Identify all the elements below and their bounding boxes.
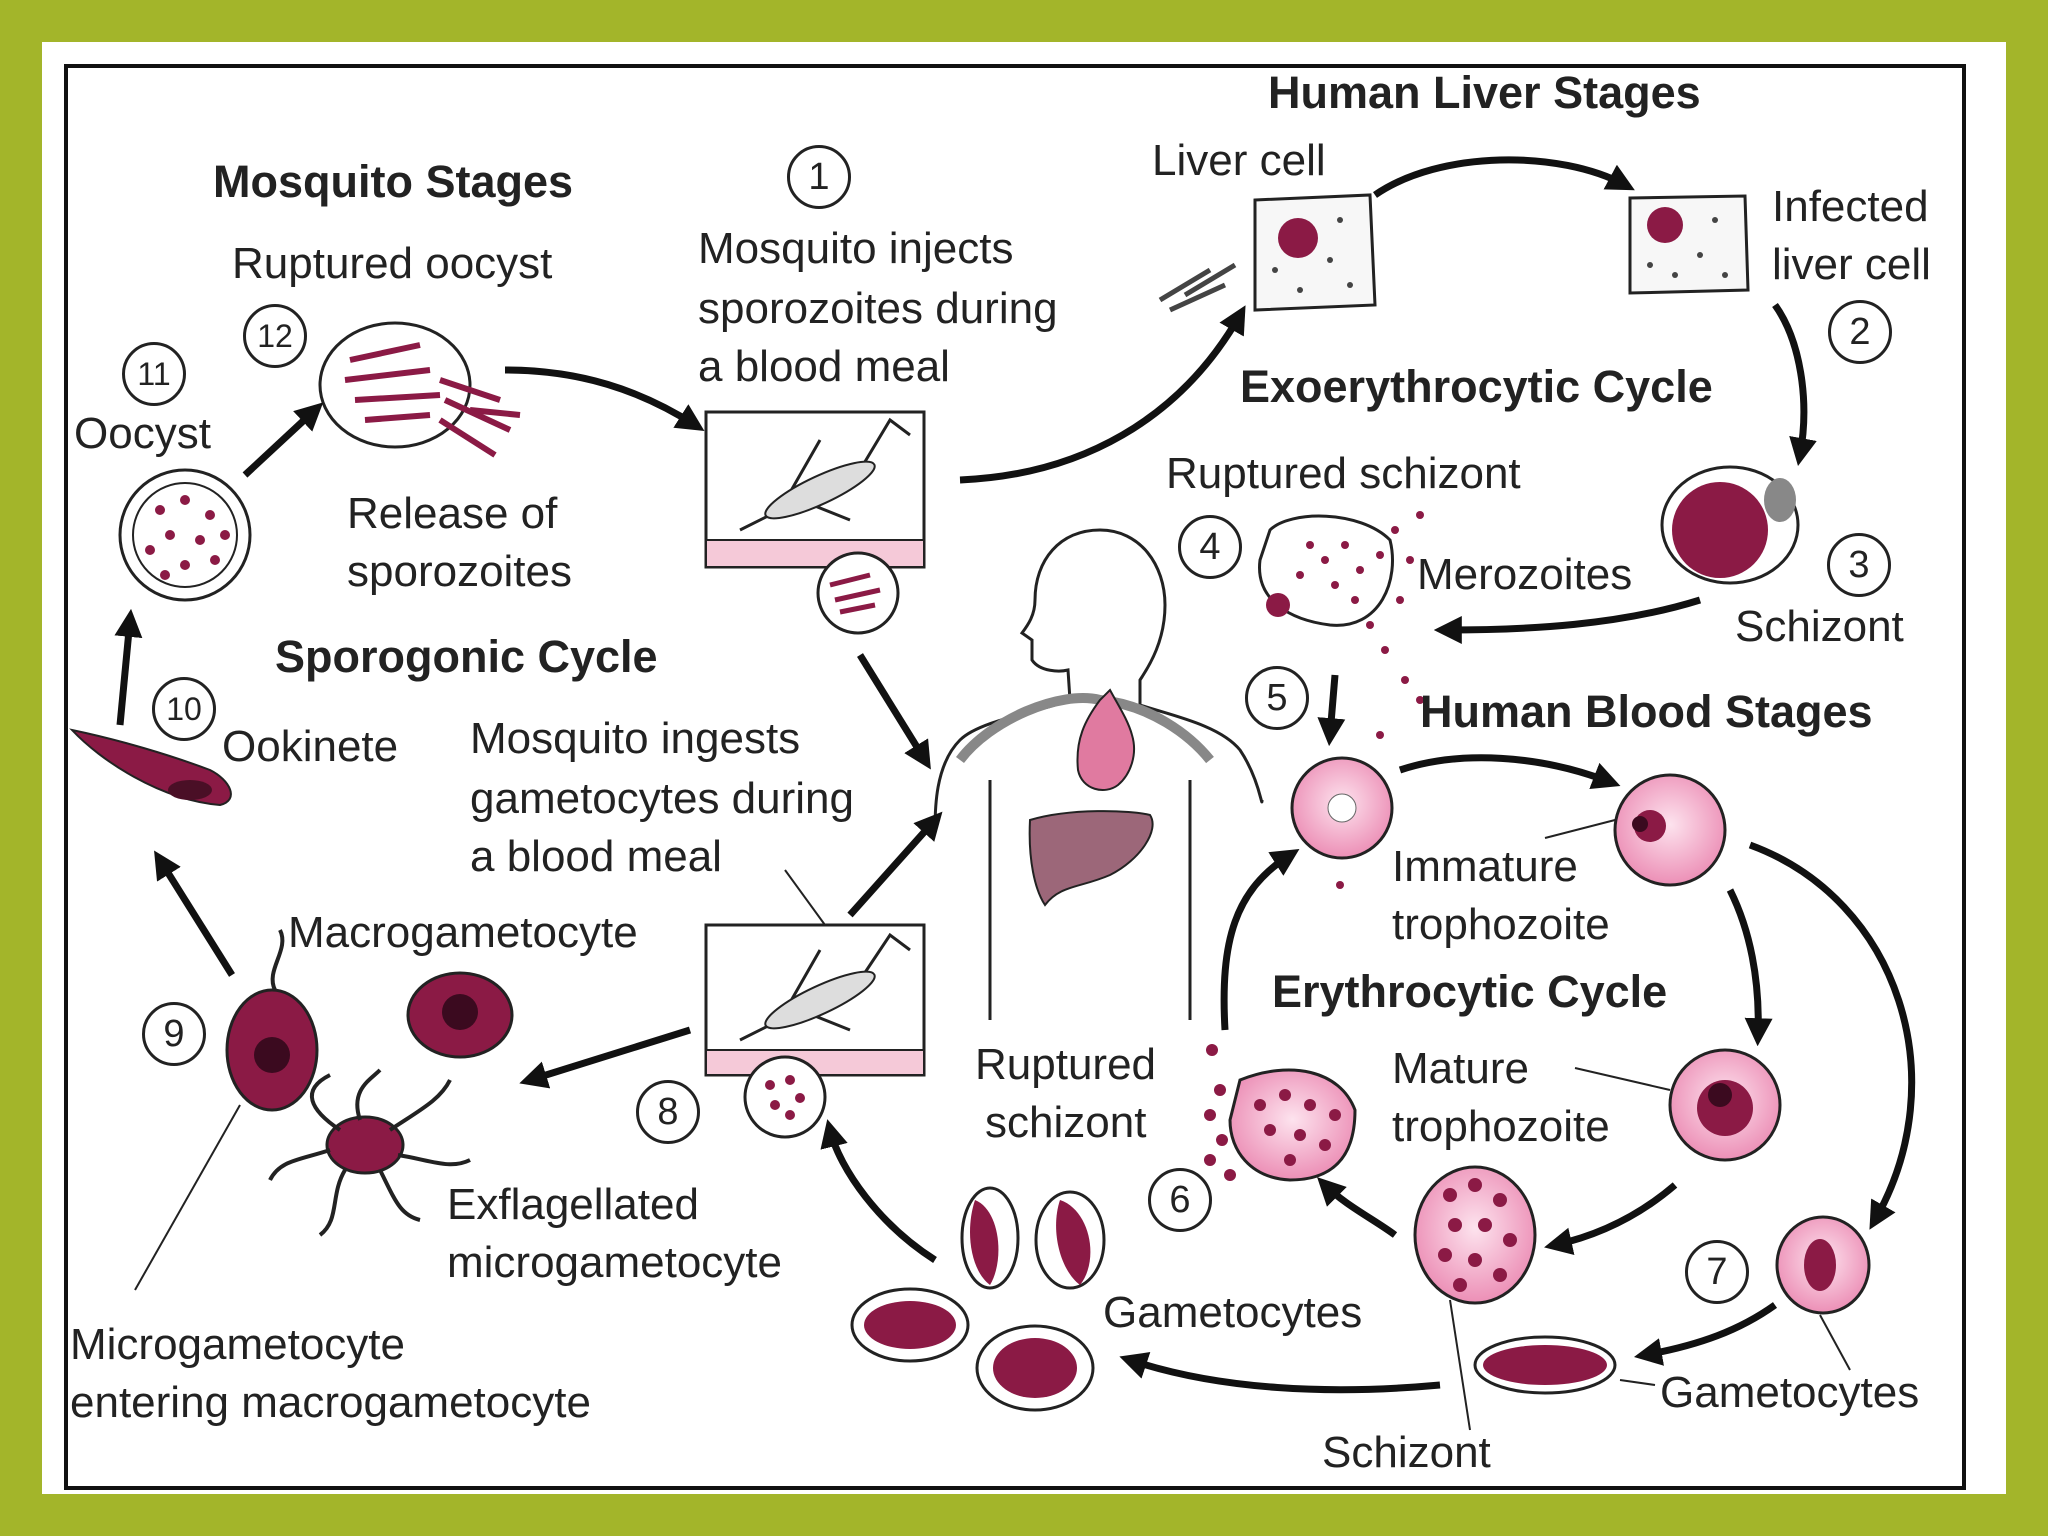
gametocytes-bottom-group xyxy=(850,1186,1106,1412)
label-microgametocyte-line2: entering macrogametocyte xyxy=(70,1378,591,1427)
label-immature-line2: trophozoite xyxy=(1392,900,1610,949)
label-release-line1: Release of xyxy=(347,489,558,538)
leader-lines xyxy=(134,819,1851,1431)
label-macrogametocyte: Macrogametocyte xyxy=(288,908,638,957)
label-mosquito-injects-line3: a blood meal xyxy=(698,342,950,391)
label-merozoites: Merozoites xyxy=(1417,550,1633,599)
step-number-12: 12 xyxy=(243,304,307,368)
heading-mosquito-stages: Mosquito Stages xyxy=(213,156,574,207)
arrow-ookinete-to-oocyst xyxy=(114,608,143,726)
arrow-macro-to-ookinete xyxy=(154,850,235,977)
label-ruptured-schizont-blood-line2: schizont xyxy=(985,1098,1147,1147)
step-number-10: 10 xyxy=(152,677,216,741)
label-ruptured-oocyst: Ruptured oocyst xyxy=(232,239,553,288)
label-ookinete: Ookinete xyxy=(222,722,399,771)
arrow-gametocyte-to-bottom xyxy=(1633,1302,1778,1366)
step-number-11: 11 xyxy=(122,342,186,406)
label-mosquito-ingests-line2: gametocytes during xyxy=(470,774,854,823)
step-number-3: 3 xyxy=(1827,533,1891,597)
label-gametocytes-center: Gametocytes xyxy=(1103,1288,1363,1337)
label-oocyst: Oocyst xyxy=(74,409,211,458)
macrogametocyte xyxy=(406,971,514,1059)
heading-human-blood-stages: Human Blood Stages xyxy=(1420,686,1873,737)
ookinete xyxy=(69,728,232,807)
label-microgametocyte-line1: Microgametocyte xyxy=(70,1320,406,1369)
ruptured-oocyst xyxy=(318,321,521,458)
step-number-2: 2 xyxy=(1828,300,1892,364)
arrow-schizont-to-ruptured xyxy=(1317,1177,1398,1238)
label-schizont-bottom: Schizont xyxy=(1322,1428,1491,1477)
arrow-schizont-to-ruptured xyxy=(1433,596,1702,644)
label-mosquito-injects-line2: sporozoites during xyxy=(698,284,1058,333)
mosquito-box-bottom xyxy=(704,923,926,1077)
arrow-liver-to-blood xyxy=(1317,674,1346,747)
rbc-immature-trophozoite xyxy=(1613,773,1727,887)
arrow-box-to-macro xyxy=(519,1026,692,1089)
arrow-rbc-to-immature xyxy=(1398,754,1621,790)
arrow-liver-cell-to-infected xyxy=(1373,156,1635,198)
label-gametocytes-right: Gametocytes xyxy=(1660,1368,1920,1417)
label-mosquito-injects-line1: Mosquito injects xyxy=(698,224,1014,273)
oocyst xyxy=(118,468,252,602)
heading-sporogonic-cycle: Sporogonic Cycle xyxy=(275,631,658,682)
arrow-oocyst-to-ruptured xyxy=(242,402,324,478)
step-number-5: 5 xyxy=(1245,666,1309,730)
arrow-mosquito-ingests xyxy=(847,811,943,918)
step-number-1: 1 xyxy=(787,145,851,209)
label-infected-line2: liver cell xyxy=(1772,240,1931,289)
sporozoites-circle xyxy=(816,551,900,635)
label-infected-line1: Infected xyxy=(1772,182,1929,231)
arrow-mosquito-to-human xyxy=(857,653,931,770)
heart-organ xyxy=(1076,688,1136,791)
macrogametocyte-with-microgamete xyxy=(225,929,319,1112)
liver-organ xyxy=(1028,810,1154,907)
label-mosquito-ingests-line3: a blood meal xyxy=(470,832,722,881)
infected-liver-cell xyxy=(1628,194,1750,295)
rbc-mature-trophozoite xyxy=(1668,1048,1782,1162)
liver-cell xyxy=(1253,193,1377,312)
label-mature-line1: Mature xyxy=(1392,1044,1529,1093)
label-mature-line2: trophozoite xyxy=(1392,1102,1610,1151)
arrow-immature-to-mature xyxy=(1726,888,1773,1047)
gametocyte-crescent xyxy=(1473,1335,1617,1395)
arrow-gametocytes-to-bottom-group xyxy=(1119,1352,1441,1394)
arrow-infected-to-schizont xyxy=(1772,302,1817,467)
step-number-6: 6 xyxy=(1148,1168,1212,1232)
arrow-oocyst-to-mosquito xyxy=(504,366,705,432)
blood-ruptured-schizont xyxy=(1204,1044,1357,1182)
arrow-immature-to-gametocyte xyxy=(1748,841,1916,1230)
blood-schizont xyxy=(1413,1165,1537,1305)
step-number-9: 9 xyxy=(142,1002,206,1066)
heading-human-liver-stages: Human Liver Stages xyxy=(1268,67,1701,118)
label-exflagellated-line1: Exflagellated xyxy=(447,1180,699,1229)
label-exflagellated-line2: microgametocyte xyxy=(447,1238,783,1287)
label-ruptured-schizont-liver: Ruptured schizont xyxy=(1166,449,1521,498)
rbc-gametocyte-right xyxy=(1775,1215,1871,1315)
step-number-7: 7 xyxy=(1685,1240,1749,1304)
label-ruptured-schizont-blood-line1: Ruptured xyxy=(975,1040,1157,1089)
cycle-arrows xyxy=(114,156,1916,1394)
rbc-merozoite-entry xyxy=(1290,756,1394,860)
label-liver-cell: Liver cell xyxy=(1152,136,1326,185)
gametocytes-dot-circle xyxy=(743,1055,827,1139)
step-number-8: 8 xyxy=(636,1080,700,1144)
label-mosquito-ingests-line1: Mosquito ingests xyxy=(470,714,801,763)
arrow-mature-to-schizont xyxy=(1544,1182,1678,1256)
step-number-4: 4 xyxy=(1178,515,1242,579)
mosquito-box-top xyxy=(704,410,926,569)
label-schizont-liver: Schizont xyxy=(1735,602,1904,651)
arrow-mosquito-to-liver xyxy=(959,305,1246,484)
heading-exoerythrocytic-cycle: Exoerythrocytic Cycle xyxy=(1240,361,1713,412)
exflagellated-microgametocyte xyxy=(268,1068,471,1237)
label-immature-line1: Immature xyxy=(1392,842,1578,891)
liver-schizont xyxy=(1660,465,1800,585)
heading-erythrocytic-cycle: Erythrocytic Cycle xyxy=(1272,966,1668,1017)
inner-border xyxy=(64,64,1966,1490)
label-release-line2: sporozoites xyxy=(347,547,573,596)
arrow-gametocytes-to-box xyxy=(820,1119,937,1263)
sporozoites-entering-liver xyxy=(1158,262,1237,313)
liver-ruptured-schizont xyxy=(1258,511,1424,889)
arrow-ruptured-to-rbc xyxy=(1220,848,1300,1031)
